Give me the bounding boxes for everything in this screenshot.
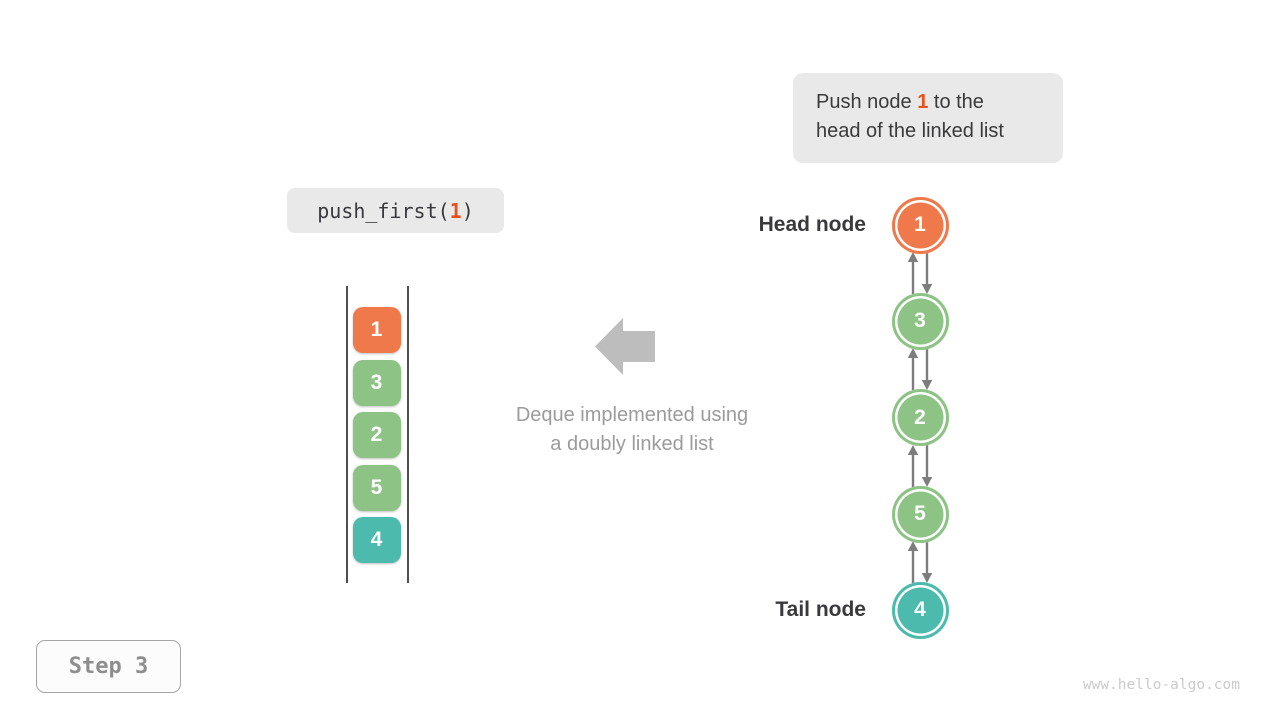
list-node: 2: [891, 389, 949, 446]
list-node-value: 3: [914, 309, 926, 332]
deque-slot: 3: [352, 359, 401, 406]
left-block-arrow-icon: [595, 318, 655, 375]
head-node-label: Head node: [758, 213, 866, 236]
website-watermark: www.hello-algo.com: [1082, 677, 1240, 693]
list-node: 3: [891, 292, 949, 350]
tail-node-label: Tail node: [775, 598, 866, 621]
list-node-value: 1: [914, 213, 926, 236]
code-arg-value: 1: [449, 198, 462, 223]
deque-caption-line1: Deque implemented using: [515, 404, 749, 426]
deque-left-wall: [346, 286, 348, 583]
list-node: 5: [891, 485, 949, 543]
deque-caption-line2: a doubly linked list: [550, 433, 714, 455]
annotation-text: Push node: [816, 91, 918, 113]
annotation-highlight-value: 1: [917, 91, 929, 113]
deque-slot-value: 3: [370, 370, 383, 394]
operation-code-box: push_first(1): [287, 188, 504, 233]
deque-slot: 2: [352, 412, 401, 458]
annotation-line2: head of the linked list: [816, 120, 1004, 142]
annotation-line1: Push node 1 to the: [816, 88, 1063, 117]
doubly-linked-arrows-icon: [907, 444, 933, 487]
doubly-linked-arrows-icon: [907, 541, 933, 583]
annotation-box: Push node 1 to the head of the linked li…: [793, 73, 1063, 163]
list-node-value: 5: [914, 502, 926, 525]
deque-slot-value: 2: [370, 423, 383, 446]
doubly-linked-arrows-icon: [907, 348, 933, 390]
deque-slot-value: 5: [370, 475, 383, 499]
list-node-value: 4: [914, 598, 926, 621]
deque-slot: 1: [352, 307, 401, 353]
annotation-text: to the: [928, 91, 984, 113]
list-node: 1: [891, 196, 949, 254]
deque-slot: 5: [352, 464, 401, 511]
step-badge: Step 3: [36, 640, 181, 693]
deque-slot-value: 4: [370, 528, 383, 551]
deque-right-wall: [407, 286, 409, 583]
code-text: ): [461, 198, 474, 223]
list-node: 4: [891, 581, 949, 639]
doubly-linked-arrows-icon: [907, 252, 933, 294]
deque-slot-value: 1: [370, 318, 383, 341]
deque-caption: Deque implemented using a doubly linked …: [492, 401, 772, 459]
code-text: push_first(: [317, 198, 450, 223]
deque-slot: 4: [352, 517, 401, 563]
list-node-value: 2: [914, 405, 926, 429]
